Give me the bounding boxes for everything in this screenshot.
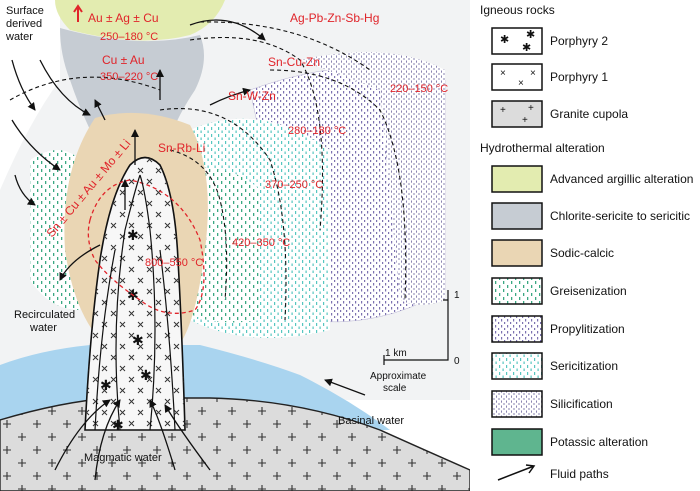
- label-surface-water-1: Surface: [6, 5, 44, 17]
- isotherm-lines: [9, 21, 407, 321]
- fluid-path: [94, 99, 106, 121]
- label-recirculated-2: water: [29, 322, 57, 334]
- label-ag-pb: Ag-Pb-Zn-Sb-Hg: [290, 11, 379, 25]
- fluid-path: [59, 244, 101, 281]
- legend-igneous-title: Igneous rocks: [480, 3, 555, 17]
- deposit-cross-section: ✱ ✱ ✱ ✱ ✱ ✱: [0, 0, 470, 491]
- porphyry1-swatch-glyph: ×: [530, 68, 536, 79]
- scale-label-1: Approximate: [370, 371, 427, 382]
- fluid-path: [39, 59, 91, 116]
- swatch-porphyry1: [491, 63, 543, 91]
- scale-bar: [383, 290, 449, 365]
- granite-swatch-glyph: +: [500, 105, 506, 116]
- swatch-sodic: [491, 239, 543, 267]
- legend-potassic: Potassic alteration: [550, 435, 648, 449]
- label-basinal: Basinal water: [338, 415, 404, 427]
- porphyry2-swatch-glyph: ✱: [522, 42, 531, 54]
- legend-propyl: Propylitization: [550, 322, 625, 336]
- svg-text:✱: ✱: [140, 368, 152, 384]
- fluid-path: [14, 174, 36, 206]
- swatch-silicic: [491, 390, 543, 418]
- label-t280-180: 280–180 °C: [288, 125, 346, 137]
- swatch-potassic: [491, 428, 543, 456]
- fluid-path: [209, 87, 251, 106]
- scale-bottom: 0: [454, 356, 460, 367]
- label-surface-water-2: derived: [6, 18, 42, 30]
- label-sn-w-zn: Sn-W-Zn: [228, 89, 276, 103]
- label-au-ag-cu: Au ± Ag ± Cu: [88, 11, 159, 25]
- fluid-path: [94, 399, 121, 481]
- svg-text:✱: ✱: [100, 378, 112, 394]
- silicification-zone: [300, 52, 445, 305]
- argillic-zone: [55, 0, 225, 41]
- magmatic-envelope: [87, 179, 205, 314]
- label-sn-cu-zn: Sn-Cu-Zn: [268, 55, 320, 69]
- legend-sodic: Sodic-calcic: [550, 246, 614, 260]
- porphyry1-swatch-glyph: ×: [500, 68, 506, 79]
- swatch-argillic: [491, 165, 543, 193]
- swatch-chlorite: [491, 202, 543, 230]
- label-t800-550: 800–550 °C: [145, 257, 203, 269]
- label-recirculated-1: Recirculated: [14, 309, 75, 321]
- fluid-path: [324, 378, 366, 396]
- svg-text:✱: ✱: [112, 418, 124, 434]
- magmatic-streamlines: [94, 174, 176, 431]
- porphyry2-markers: ✱ ✱ ✱ ✱ ✱ ✱: [100, 228, 152, 434]
- label-t250-180: 250–180 °C: [100, 31, 158, 43]
- legend-sericite: Sericitization: [550, 359, 618, 373]
- scale-top: 1: [454, 290, 460, 301]
- svg-text:✱: ✱: [132, 333, 144, 349]
- legend-alteration-title: Hydrothermal alteration: [480, 141, 605, 155]
- swatch-sericite: [491, 352, 543, 380]
- fluid-path: [11, 59, 36, 111]
- label-magmatic: Magmatic water: [84, 452, 162, 464]
- label-sn-rb-li: Sn-Rb-Li: [158, 141, 205, 155]
- porphyry1-swatch-glyph: ×: [518, 78, 524, 89]
- label-t350-220: 350–220 °C: [100, 71, 158, 83]
- granite-cupola: [0, 397, 470, 491]
- scale-km: 1 km: [385, 348, 407, 359]
- fluid-path: [11, 119, 61, 171]
- swatch-greisen: [491, 277, 543, 305]
- legend: Igneous rocks ✱ ✱ ✱ Porphyry 2 × × × Por…: [480, 3, 693, 481]
- label-cu-au: Cu ± Au: [102, 53, 145, 67]
- scale-label-2: scale: [383, 383, 407, 394]
- legend-porphyry1: Porphyry 1: [550, 70, 608, 84]
- porphyry1-texture: [85, 157, 185, 430]
- fluid-paths: [11, 19, 366, 481]
- legend-argillic: Advanced argillic alteration: [550, 172, 693, 186]
- legend-granite: Granite cupola: [550, 107, 628, 121]
- label-t220-150: 220–150 °C: [390, 83, 448, 95]
- granite-swatch-glyph: +: [522, 115, 528, 126]
- label-t420-350: 420–350 °C: [232, 237, 290, 249]
- legend-greisen: Greisenization: [550, 284, 627, 298]
- swatch-propyl: [491, 315, 543, 343]
- porphyry2-swatch-glyph: ✱: [526, 29, 535, 41]
- fluid-path: [164, 404, 211, 471]
- fluid-path: [189, 19, 266, 41]
- swatch-porphyry2: [491, 27, 543, 55]
- legend-fluid: Fluid paths: [550, 467, 609, 481]
- fluid-path: [54, 399, 111, 471]
- fluid-path-legend-arrow: [497, 464, 536, 481]
- svg-text:✱: ✱: [127, 288, 139, 304]
- legend-silicic: Silicification: [550, 397, 613, 411]
- legend-chlorite: Chlorite-sericite to sericitic: [550, 209, 690, 223]
- chlorite-sericite-zone: [60, 28, 204, 140]
- swatch-granite: [491, 100, 543, 128]
- label-surface-water-3: water: [5, 31, 33, 43]
- granite-swatch-glyph: +: [528, 103, 534, 114]
- porphyry2-swatch-glyph: ✱: [500, 34, 509, 46]
- legend-porphyry2: Porphyry 2: [550, 34, 608, 48]
- svg-text:✱: ✱: [127, 228, 139, 244]
- up-arrow-red: [73, 4, 83, 22]
- label-t370-250: 370–250 °C: [265, 179, 323, 191]
